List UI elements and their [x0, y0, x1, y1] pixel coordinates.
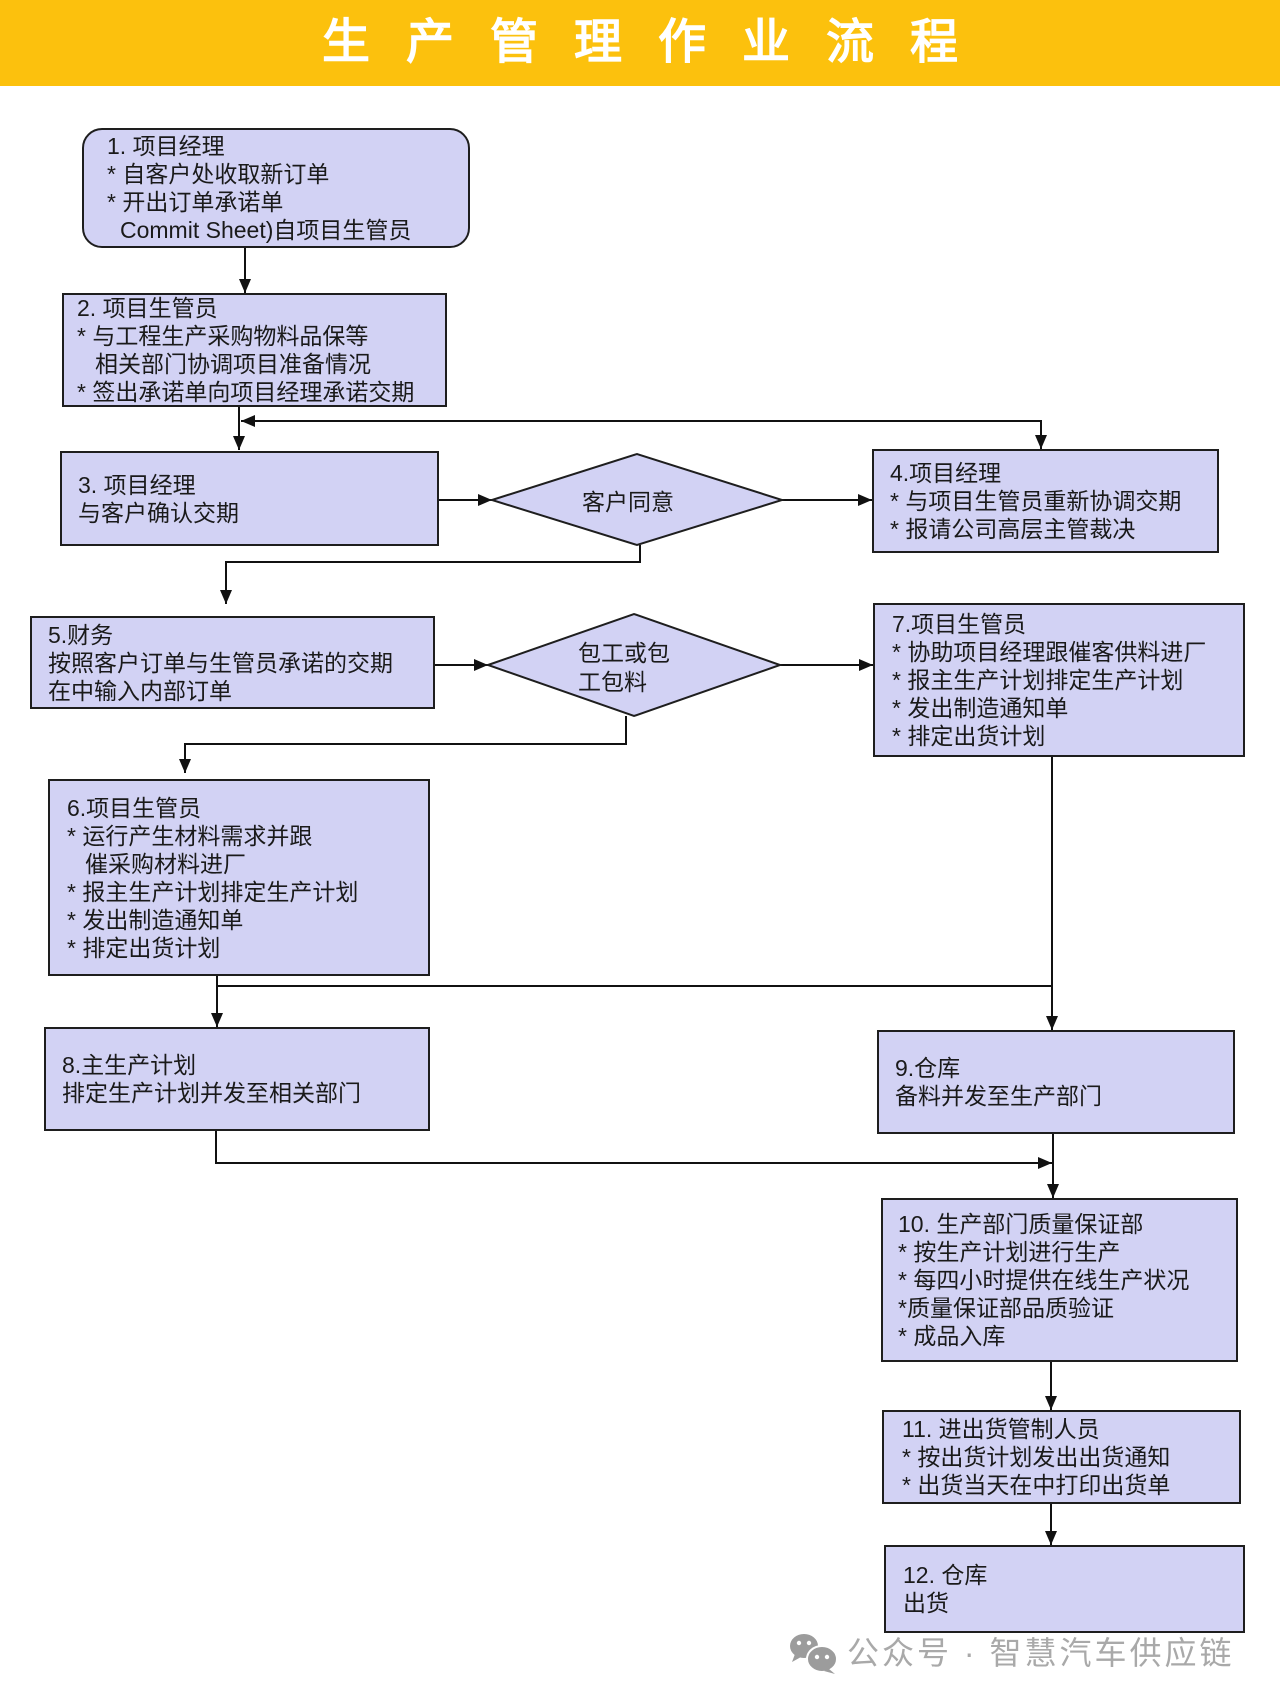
- step-bullet: * 按生产计划进行生产: [898, 1239, 1121, 1265]
- step-description: 备料并发至生产部门: [895, 1083, 1102, 1109]
- step-heading: 4.项目经理: [890, 460, 1002, 486]
- step-description: 排定生产计划并发至相关部门: [62, 1080, 361, 1106]
- decision-diamond-customer-agree: [488, 452, 786, 547]
- step-bullet: * 协助项目经理跟催客供料进厂: [892, 639, 1207, 665]
- connector-step8-to-step10: [215, 1131, 1052, 1169]
- decision-label-labor-or-material: 包工或包 工包料: [578, 639, 718, 697]
- step-10-box: 10. 生产部门质量保证部 * 按生产计划进行生产 * 每四小时提供在线生产状况…: [881, 1198, 1238, 1362]
- decision-label-customer-agree: 客户同意: [538, 488, 718, 516]
- step-11-box: 11. 进出货管制人员 * 按出货计划发出出货通知 * 出货当天在中打印出货单: [882, 1410, 1241, 1504]
- step-1-box: 1. 项目经理 * 自客户处收取新订单 * 开出订单承诺单 Commit She…: [82, 128, 470, 248]
- step-bullet: * 与项目生管员重新协调交期: [890, 488, 1182, 514]
- step-description: 与客户确认交期: [78, 499, 239, 526]
- step-bullet: * 开出订单承诺单: [107, 189, 284, 215]
- decision-text: 客户同意: [582, 489, 674, 515]
- step-description: 在中输入内部订单: [48, 677, 232, 704]
- step-heading: 3. 项目经理: [78, 471, 196, 498]
- step-8-box: 8.主生产计划 排定生产计划并发至相关部门: [44, 1027, 430, 1131]
- step-bullet: * 成品入库: [898, 1323, 1006, 1349]
- title-banner: 生产管理作业流程: [0, 0, 1280, 86]
- connector-decision2-to-step6: [179, 716, 627, 773]
- step-bullet: *质量保证部品质验证: [898, 1295, 1114, 1321]
- decision-text: 包工或包: [578, 640, 670, 666]
- step-bullet-continuation: 相关部门协调项目准备情况: [95, 351, 371, 377]
- step-heading: 11. 进出货管制人员: [902, 1416, 1100, 1442]
- step-heading: 6.项目生管员: [67, 794, 202, 821]
- step-bullet-continuation: 催采购材料进厂: [85, 850, 246, 877]
- step-bullet: * 报主生产计划排定生产计划: [67, 878, 359, 905]
- step-bullet: * 与工程生产采购物料品保等: [77, 323, 369, 349]
- connector-step3-step4-loop: [241, 415, 1047, 449]
- step-heading: 8.主生产计划: [62, 1052, 197, 1078]
- step-bullet: * 报请公司高层主管裁决: [890, 516, 1136, 542]
- step-9-box: 9.仓库 备料并发至生产部门: [877, 1030, 1235, 1134]
- step-heading: 12. 仓库: [903, 1562, 988, 1588]
- step-heading: 9.仓库: [895, 1055, 961, 1081]
- step-bullet: * 排定出货计划: [892, 723, 1046, 749]
- step-heading: 2. 项目生管员: [77, 295, 218, 321]
- connector-decision1-to-step5: [220, 545, 641, 604]
- step-5-box: 5.财务 按照客户订单与生管员承诺的交期 在中输入内部订单: [30, 616, 435, 709]
- step-bullet: * 发出制造通知单: [67, 906, 244, 933]
- step-3-box: 3. 项目经理 与客户确认交期: [60, 451, 439, 546]
- step-bullet: * 运行产生材料需求并跟: [67, 822, 313, 849]
- step-7-box: 7.项目生管员 * 协助项目经理跟催客供料进厂 * 报主生产计划排定生产计划 *…: [873, 603, 1245, 757]
- page-title: 生产管理作业流程: [321, 16, 994, 69]
- step-heading: 1. 项目经理: [107, 133, 225, 159]
- step-2-box: 2. 项目生管员 * 与工程生产采购物料品保等 相关部门协调项目准备情况 * 签…: [62, 293, 447, 407]
- step-bullet: * 自客户处收取新订单: [107, 161, 330, 187]
- step-bullet: * 按出货计划发出出货通知: [902, 1444, 1171, 1470]
- step-12-box: 12. 仓库 出货: [884, 1545, 1245, 1633]
- step-heading: 5.财务: [48, 621, 114, 648]
- step-6-box: 6.项目生管员 * 运行产生材料需求并跟 催采购材料进厂 * 报主生产计划排定生…: [48, 779, 430, 976]
- step-heading: 7.项目生管员: [892, 611, 1027, 637]
- step-bullet: * 发出制造通知单: [892, 695, 1069, 721]
- step-bullet: * 每四小时提供在线生产状况: [898, 1267, 1190, 1293]
- step-heading: 10. 生产部门质量保证部: [898, 1211, 1144, 1237]
- wechat-icon: [790, 1634, 838, 1674]
- step-bullet: * 排定出货计划: [67, 934, 221, 961]
- decision-text: 工包料: [578, 669, 647, 695]
- step-bullet: * 签出承诺单向项目经理承诺交期: [77, 379, 415, 405]
- step-description: 按照客户订单与生管员承诺的交期: [48, 649, 393, 676]
- step-description: 出货: [903, 1590, 949, 1616]
- decision-diamond-labor-or-material: [484, 612, 784, 718]
- step-bullet: * 报主生产计划排定生产计划: [892, 667, 1184, 693]
- step-bullet: * 出货当天在中打印出货单: [902, 1472, 1171, 1498]
- watermark-text: 公众号 · 智慧汽车供应链: [847, 1635, 1235, 1671]
- step-bullet-continuation: Commit Sheet)自项目生管员: [120, 217, 412, 243]
- step-4-box: 4.项目经理 * 与项目生管员重新协调交期 * 报请公司高层主管裁决: [872, 449, 1219, 553]
